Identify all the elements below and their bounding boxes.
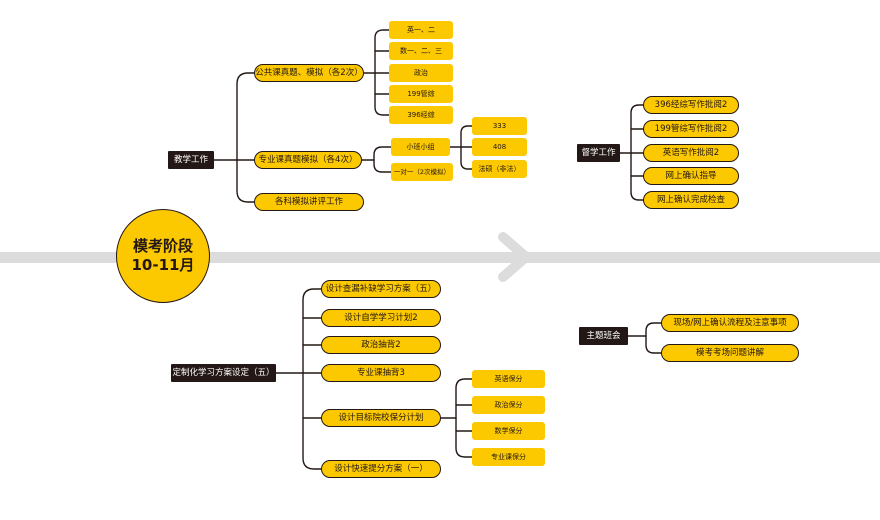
meeting-item-confirm-process[interactable]: 现场/网上确认流程及注意事项 xyxy=(661,314,799,332)
public-item-math[interactable]: 数一、二、三 xyxy=(389,42,453,60)
custom-item-major-recite[interactable]: 专业课抽背3 xyxy=(321,364,441,382)
public-item-199[interactable]: 199管综 xyxy=(389,85,453,103)
timeline-arrow-icon xyxy=(498,232,531,282)
public-item-english[interactable]: 英一、二 xyxy=(389,21,453,39)
major-item-408[interactable]: 408 xyxy=(472,138,527,156)
custom-item-gap-plan[interactable]: 设计查漏补缺学习方案（五） xyxy=(321,280,441,298)
target-item-major[interactable]: 专业课保分 xyxy=(472,448,545,466)
major-item-333[interactable]: 333 xyxy=(472,117,527,135)
custom-item-politics-recite[interactable]: 政治抽背2 xyxy=(321,336,441,354)
custom-plan-node[interactable]: 定制化学习方案设定（五） xyxy=(171,364,276,382)
target-item-politics[interactable]: 政治保分 xyxy=(472,396,545,414)
one-on-one-node[interactable]: 一对一（2次模拟） xyxy=(391,163,453,181)
supervise-item-confirm-check[interactable]: 网上确认完成检查 xyxy=(643,191,739,209)
small-group-node[interactable]: 小班小组 xyxy=(391,138,450,156)
supervise-item-199[interactable]: 199管综写作批阅2 xyxy=(643,120,739,138)
fast-boost-plan-node[interactable]: 设计快速提分方案（一） xyxy=(321,460,441,478)
class-meeting-node[interactable]: 主题班会 xyxy=(579,327,628,345)
timeline-band xyxy=(0,252,880,263)
target-item-math[interactable]: 数学保分 xyxy=(472,422,545,440)
major-item-law[interactable]: 法硕（非法） xyxy=(472,160,527,178)
custom-item-self-study[interactable]: 设计自学学习计划2 xyxy=(321,309,441,327)
teaching-node[interactable]: 教学工作 xyxy=(168,151,214,169)
supervise-item-confirm-guide[interactable]: 网上确认指导 xyxy=(643,167,739,185)
stage-title: 模考阶段 xyxy=(132,237,193,255)
target-school-plan-node[interactable]: 设计目标院校保分计划 xyxy=(321,409,441,427)
supervise-item-396[interactable]: 396经综写作批阅2 xyxy=(643,96,739,114)
supervise-item-english[interactable]: 英语写作批阅2 xyxy=(643,144,739,162)
public-item-politics[interactable]: 政治 xyxy=(389,64,453,82)
target-item-english[interactable]: 英语保分 xyxy=(472,370,545,388)
review-node[interactable]: 各科模拟讲评工作 xyxy=(254,193,364,211)
stage-circle: 模考阶段 10-11月 xyxy=(116,209,210,303)
meeting-item-exam-room[interactable]: 模考考场问题讲解 xyxy=(661,344,799,362)
major-course-node[interactable]: 专业课真题模拟（各4次） xyxy=(254,151,362,169)
supervise-node[interactable]: 督学工作 xyxy=(577,144,620,162)
stage-period: 10-11月 xyxy=(131,256,195,274)
public-course-node[interactable]: 公共课真题、模拟（各2次） xyxy=(254,64,364,82)
public-item-396[interactable]: 396经综 xyxy=(389,106,453,124)
